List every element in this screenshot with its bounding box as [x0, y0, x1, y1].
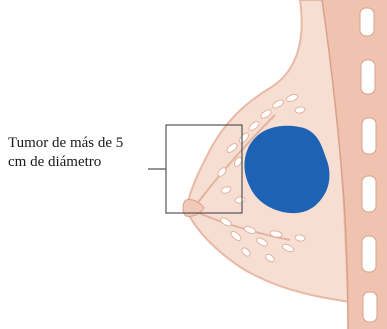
nipple: [182, 199, 205, 217]
lobule: [220, 186, 232, 194]
lobule: [281, 243, 295, 253]
tumor-label-line2: cm de diámetro: [8, 154, 101, 170]
duct-line: [195, 114, 276, 206]
lobule: [265, 253, 275, 263]
lobule: [230, 231, 242, 241]
lobule: [272, 99, 284, 109]
lobule: [241, 247, 251, 257]
chest-wall-line: [321, 0, 349, 329]
tumor-label-line1: Tumor de más de 5: [8, 135, 123, 151]
lobule: [294, 106, 306, 114]
lobule: [248, 121, 260, 131]
lobule: [233, 156, 243, 168]
rib-segment: [360, 59, 376, 95]
lobule: [260, 109, 272, 119]
lobule: [285, 94, 299, 102]
rib-segment: [361, 117, 377, 155]
milk-lobules-upper: [195, 94, 306, 206]
ribs: [359, 7, 378, 323]
lobule: [243, 226, 257, 234]
lobule: [217, 167, 227, 177]
lobule: [269, 230, 283, 238]
lobule: [294, 234, 306, 242]
rib-segment: [361, 175, 377, 213]
lobule: [220, 217, 232, 227]
lobule: [256, 237, 268, 247]
rib-segment: [359, 7, 375, 37]
rib-segment: [362, 291, 378, 323]
lobule: [226, 143, 238, 153]
tumor-blob: [244, 125, 330, 214]
rib-segment: [361, 235, 377, 273]
milk-lobules-lower: [195, 211, 306, 263]
